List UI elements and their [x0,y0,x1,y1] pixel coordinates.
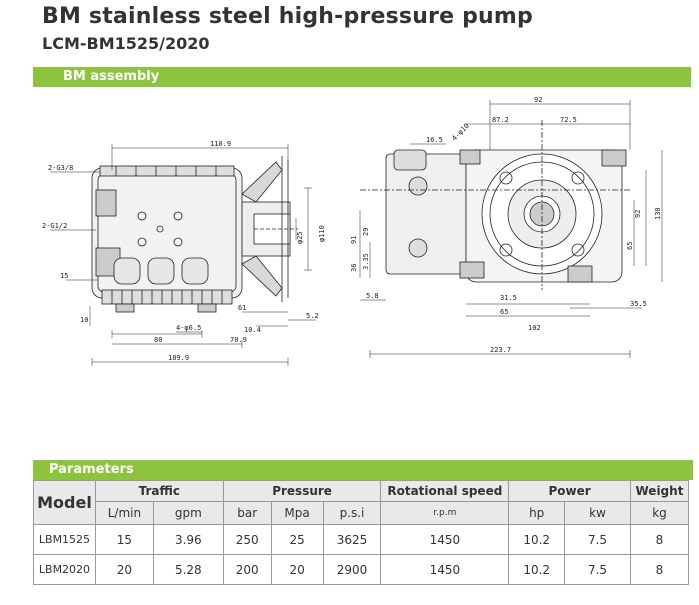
dim-2-g12: 2-G1/2 [42,222,67,230]
cell-kg: 8 [629,554,690,585]
dim-223-7: 223.7 [490,346,511,354]
page-title: BM stainless steel high-pressure pump [42,4,533,29]
pump-side-view [91,156,298,313]
cell-gpm: 5.28 [152,554,224,585]
unit-kg: kg [629,501,690,525]
parameters-table: Model Traffic Pressure Rotational speed … [33,480,690,585]
dim-2-g38: 2-G3/8 [48,164,73,172]
left-dimension-labels: 110.9 2-G3/8 2-G1/2 15 10 61 4-φ6.5 10.4… [42,140,326,362]
pump-front-view [360,120,630,290]
dim-80: 80 [154,336,162,344]
cell-mpa: 25 [270,524,324,555]
dim-29: 29 [362,228,370,236]
assembly-drawing: 110.9 2-G3/8 2-G1/2 15 10 61 4-φ6.5 10.4… [42,96,663,366]
unit-bar: bar [222,501,272,525]
header-weight: Weight [629,480,690,502]
dim-15: 15 [60,272,68,280]
dim-4-d10: 4-φ10 [450,122,471,143]
dim-92: 92 [534,96,542,104]
cell-gpm: 3.96 [152,524,224,555]
dim-72-5: 72.5 [560,116,577,124]
dim-4-d6-5: 4-φ6.5 [176,324,201,332]
assembly-section-header: BM assembly [33,67,691,87]
dim-102: 102 [528,324,541,332]
cell-psi: 2900 [322,554,382,585]
cell-bar: 200 [222,554,272,585]
unit-rpm: r.p.m [380,501,510,525]
dim-36: 36 [350,264,358,272]
model-subtitle: LCM-BM1525/2020 [42,34,210,53]
dim-5-8: 5.8 [366,292,379,300]
dim-61: 61 [238,304,246,312]
header-model: Model [33,480,96,525]
unit-kw: kw [564,501,631,525]
cell-rpm: 1450 [380,524,510,555]
header-rotational-speed: Rotational speed [380,480,510,502]
dim-10: 10 [80,316,88,324]
cell-lmin: 20 [94,554,154,585]
dim-65-vertical: 65 [626,242,634,250]
cell-hp: 10.2 [508,524,566,555]
cell-model: LBM2020 [33,554,96,585]
header-power: Power [508,480,631,502]
cell-model: LBM1525 [33,524,96,555]
cell-hp: 10.2 [508,554,566,585]
table-row: LBM2020 20 5.28 200 20 2900 1450 10.2 7.… [33,554,690,585]
cell-psi: 3625 [322,524,382,555]
dim-130: 130 [654,207,662,220]
dim-91: 91 [350,236,358,244]
unit-lmin: L/min [94,501,154,525]
unit-hp: hp [508,501,566,525]
unit-mpa: Mpa [270,501,324,525]
dim-10-4: 10.4 [244,326,261,334]
dim-65: 65 [500,308,508,316]
dim-70-9: 70.9 [230,336,247,344]
parameters-section-header: Parameters [33,460,693,480]
dim-16-5: 16.5 [426,136,443,144]
right-dimensions [359,100,663,358]
left-dimensions [50,144,316,366]
dim-5-2: 5.2 [306,312,319,320]
dim-87-2: 87.2 [492,116,509,124]
dim-31-5: 31.5 [500,294,517,302]
unit-psi: p.s.i [322,501,382,525]
dim-d25: φ25 [296,231,304,244]
dim-189-9: 189.9 [168,354,189,362]
dim-110-9: 110.9 [210,140,231,148]
unit-gpm: gpm [152,501,224,525]
header-traffic: Traffic [94,480,224,502]
dim-3-35: 3.35 [362,253,370,270]
cell-mpa: 20 [270,554,324,585]
table-row: LBM1525 15 3.96 250 25 3625 1450 10.2 7.… [33,524,690,555]
cell-lmin: 15 [94,524,154,555]
cell-kg: 8 [629,524,690,555]
cell-rpm: 1450 [380,554,510,585]
header-pressure: Pressure [222,480,382,502]
dim-92-vertical: 92 [634,210,642,218]
cell-kw: 7.5 [564,554,631,585]
dim-d110: φ110 [318,225,326,242]
cell-kw: 7.5 [564,524,631,555]
cell-bar: 250 [222,524,272,555]
dim-35-5: 35.5 [630,300,647,308]
